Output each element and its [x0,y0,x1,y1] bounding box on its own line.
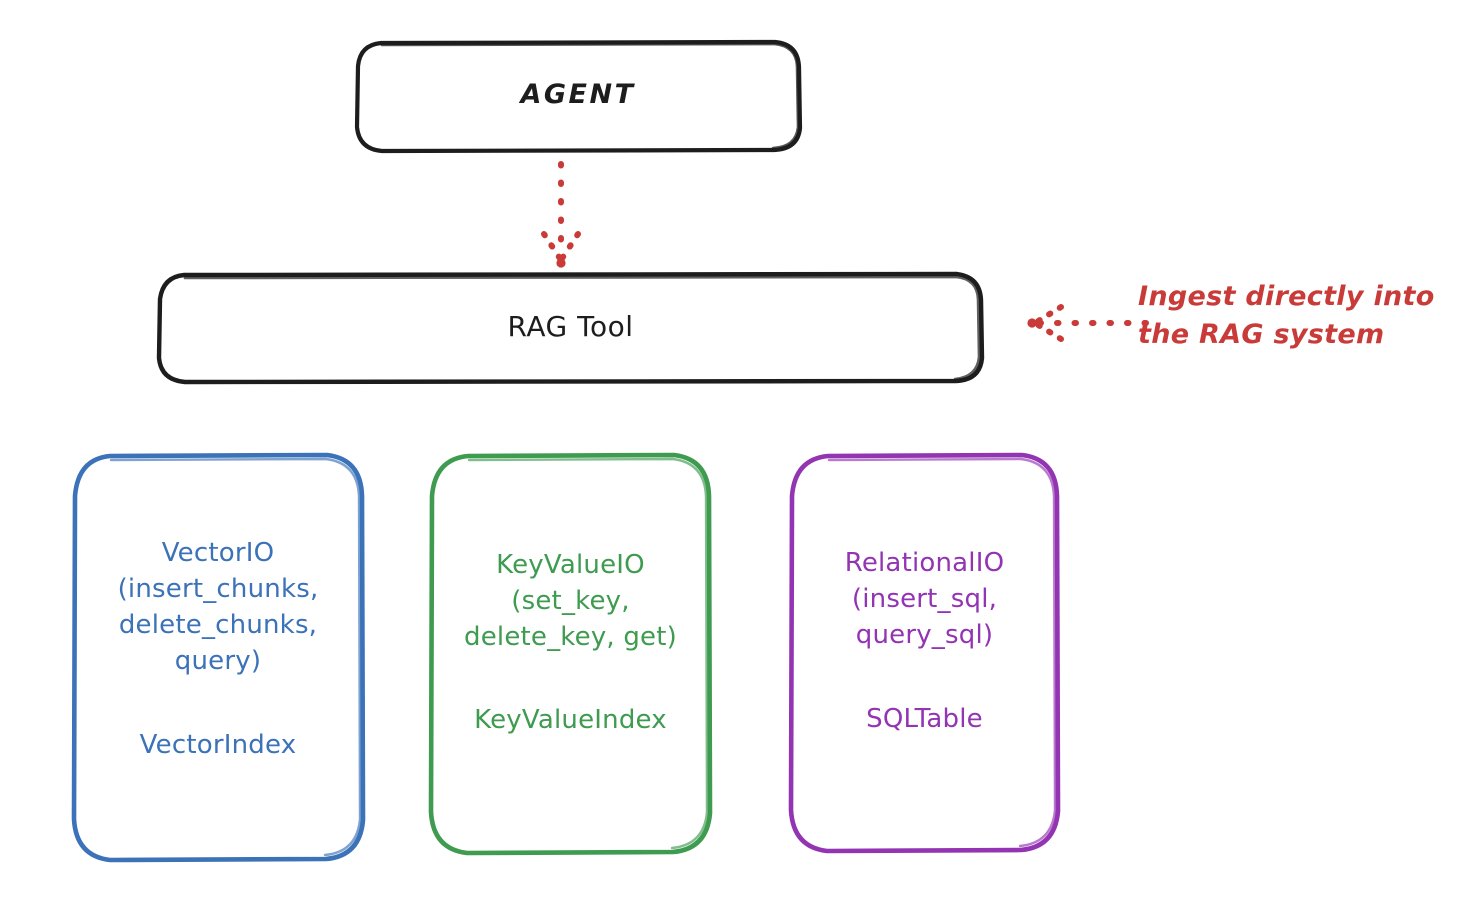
key-value-io-label: KeyValueIO (set_key, delete_key, get) [464,550,677,652]
ingest-arrow-tip [1027,318,1037,328]
rag-tool-label: RAG Tool [507,310,634,343]
key-value-io-node[interactable]: KeyValueIO (set_key, delete_key, get) Ke… [428,452,713,856]
agent-to-rag-arrow [541,161,581,268]
ingest-arrow-head-bottom [1032,320,1064,342]
agent-node[interactable]: AGENT [354,39,803,154]
vector-io-node[interactable]: VectorIO (insert_chunks, delete_chunks, … [70,452,366,863]
ingest-to-rag-arrow [1027,304,1149,342]
agent-label: AGENT [520,79,636,110]
relational-io-label: RelationalIO (insert_sql, query_sql) [844,548,1005,650]
vector-io-label: VectorIO (insert_chunks, delete_chunks, … [117,538,319,676]
vector-index-label: VectorIndex [139,730,297,760]
sql-table-label: SQLTable [866,704,983,734]
rag-tool-node[interactable]: RAG Tool [156,271,985,385]
agent-to-rag-arrow-head-left [541,231,564,263]
agent-to-rag-arrow-head-right [558,231,581,263]
relational-io-node[interactable]: RelationalIO (insert_sql, query_sql) SQL… [788,452,1061,854]
ingest-arrow-head-top [1032,304,1064,326]
key-value-index-label: KeyValueIndex [474,705,667,735]
agent-to-rag-arrow-tip [556,258,566,268]
ingest-annotation: Ingest directly into the RAG system [1138,281,1435,351]
